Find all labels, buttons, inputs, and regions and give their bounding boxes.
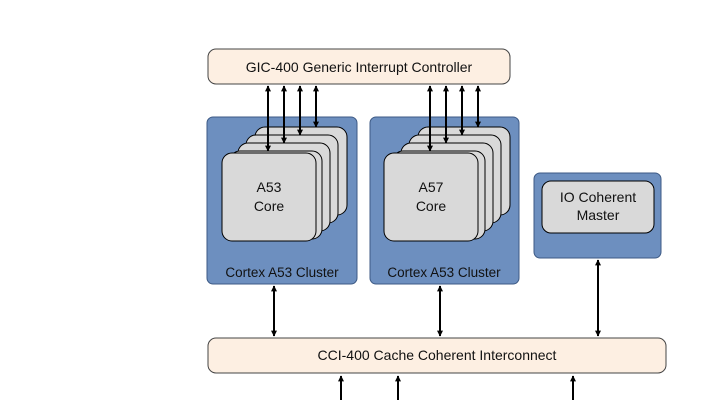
cci-400-label: CCI-400 Cache Coherent Interconnect [318, 347, 557, 363]
cortex-cluster-right: A57 Core Cortex A53 Cluster [369, 116, 520, 285]
gic-400-rect [207, 48, 511, 85]
core-label-line2: Core [254, 198, 285, 214]
core-label-line1: A53 [257, 179, 282, 195]
downstream-arrows [338, 375, 576, 400]
io-master-label-line1: IO Coherent [560, 189, 636, 205]
io-master-label-line2: Master [577, 207, 620, 223]
core-label-line2: Core [416, 198, 447, 214]
core-front-card [221, 152, 317, 242]
core-front-card [383, 152, 479, 242]
cluster-left-label: Cortex A53 Cluster [225, 265, 339, 280]
gic-400-box: GIC-400 Generic Interrupt Controller [207, 48, 511, 85]
core-label-line1: A57 [419, 179, 444, 195]
io-coherent-master: IO Coherent Master [533, 172, 662, 259]
cortex-cluster-left: A53 Core Cortex A53 Cluster [206, 116, 358, 285]
io-master-inner-rect [541, 180, 655, 234]
interrupt-arrows [265, 85, 481, 152]
cci-400-box: CCI-400 Cache Coherent Interconnect [207, 337, 667, 374]
cluster-right-label: Cortex A53 Cluster [387, 265, 501, 280]
gic-400-label: GIC-400 Generic Interrupt Controller [246, 59, 473, 75]
cci-400-rect [207, 337, 667, 374]
interconnect-arrows [271, 259, 601, 337]
